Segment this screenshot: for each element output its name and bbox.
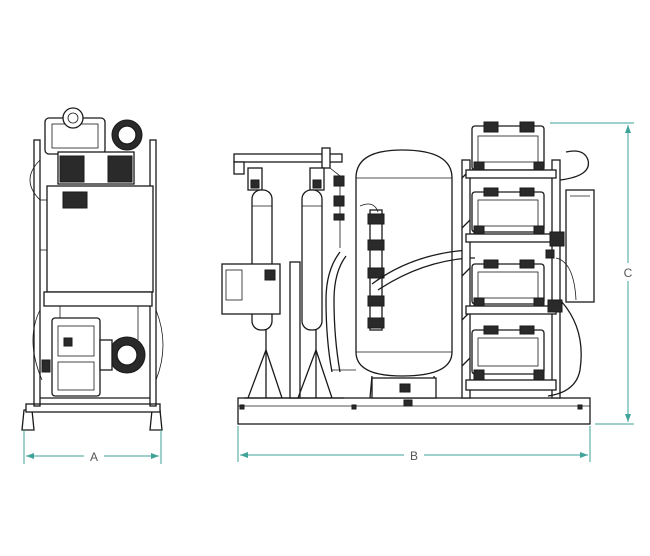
front-view [221,121,595,425]
side-panel [565,189,595,303]
compressor-module-4 [465,325,557,391]
compressor-module-2 [465,187,557,243]
dimension-c-label: C [624,266,633,280]
compressor-module-3 [465,259,557,315]
compressor-module-1 [465,121,557,179]
base-skid [237,397,591,425]
dimension-lines [23,122,634,464]
hose-left [325,251,341,373]
dimension-a-label: A [90,450,98,464]
filter-right [301,189,323,331]
side-view [21,107,164,431]
dimension-b-label: B [410,449,418,463]
